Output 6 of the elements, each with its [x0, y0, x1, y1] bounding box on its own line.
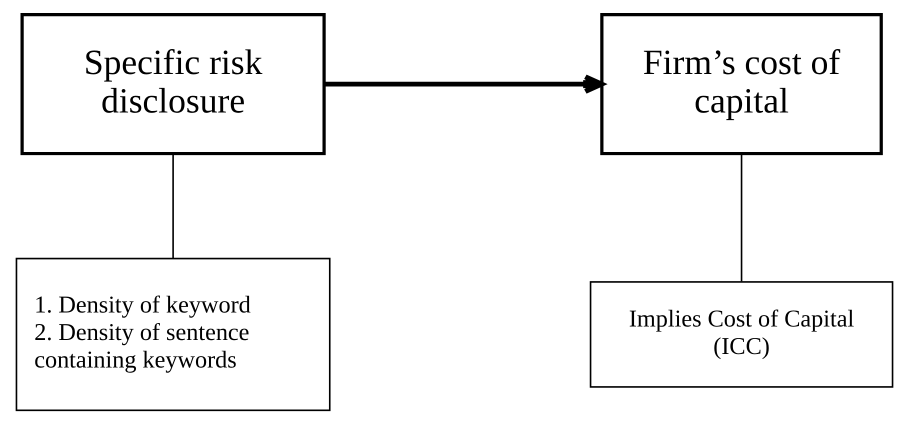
node-box: Firm’s cost of capital	[600, 13, 882, 156]
node-box: 1. Density of keyword 2. Density of sentence containing keywords	[15, 258, 330, 412]
connector	[740, 154, 742, 282]
node-box: Implies Cost of Capital (ICC)	[589, 281, 893, 388]
node-box: Specific risk disclosure	[20, 13, 326, 156]
connector	[172, 154, 174, 258]
